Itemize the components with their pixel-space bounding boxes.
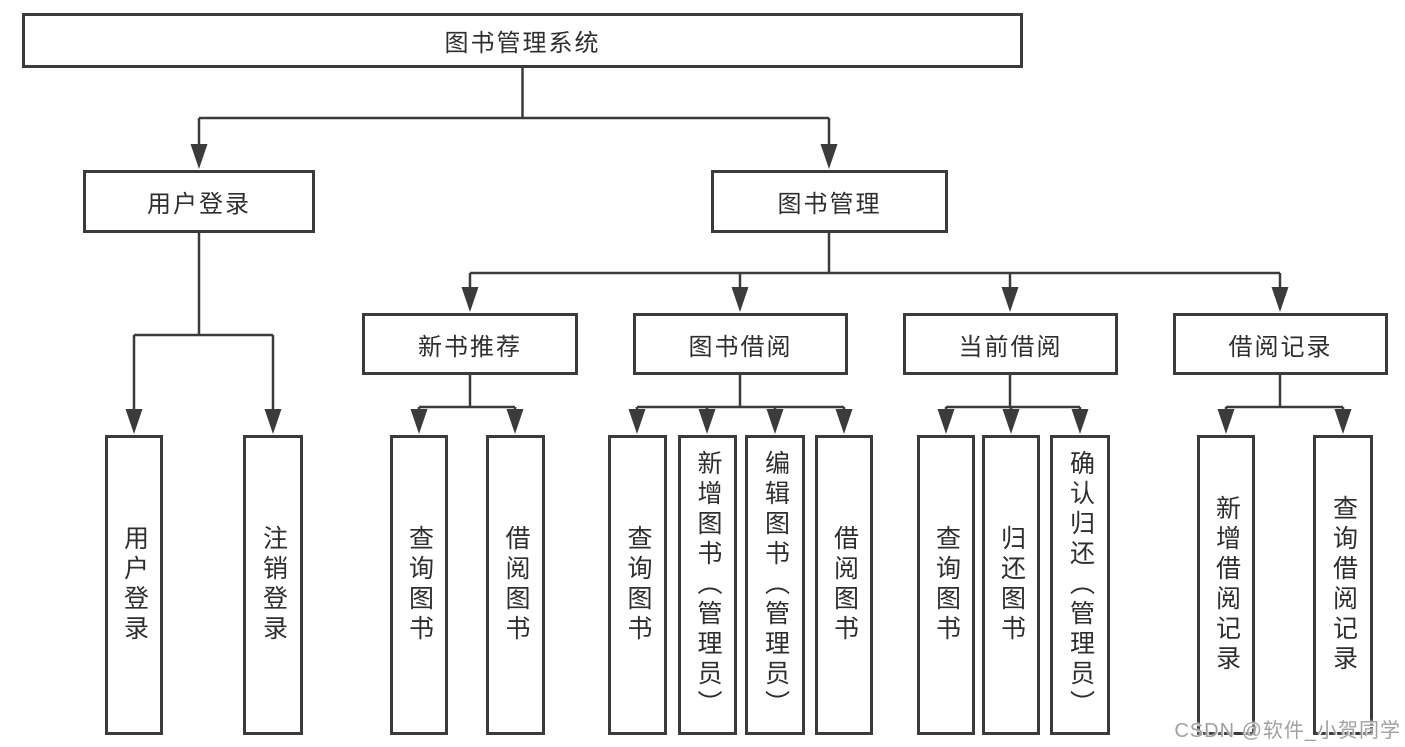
node-book-management-label: 图书管理: [777, 191, 882, 218]
node-book-management: 图书管理: [711, 170, 948, 233]
leaf-bb-add-books-admin-label: 新增图书（管理员）: [694, 450, 722, 720]
node-current-borrow-label: 当前借阅: [958, 333, 1063, 361]
leaf-user-login-label: 用户登录: [120, 525, 149, 645]
leaf-user-login: 用户登录: [105, 435, 163, 735]
node-root-label: 图书管理系统: [444, 30, 601, 57]
leaf-nbr-query-books: 查询图书: [390, 435, 448, 735]
node-book-borrow: 图书借阅: [633, 313, 848, 375]
leaf-logout: 注销登录: [243, 435, 303, 735]
leaf-br-query-record: 查询借阅记录: [1313, 435, 1373, 735]
leaf-cb-return-books: 归还图书: [982, 435, 1040, 735]
leaf-nbr-query-books-label: 查询图书: [405, 525, 434, 645]
node-book-borrow-label: 图书借阅: [688, 333, 793, 361]
leaf-cb-query-books: 查询图书: [917, 435, 975, 735]
leaf-br-query-record-label: 查询借阅记录: [1329, 495, 1358, 675]
leaf-bb-query-books-label: 查询图书: [624, 525, 652, 645]
leaf-bb-borrow-books: 借阅图书: [815, 435, 873, 735]
leaf-logout-label: 注销登录: [259, 525, 288, 645]
leaf-cb-confirm-return-admin: 确认归还（管理员）: [1050, 435, 1110, 735]
leaf-bb-add-books-admin: 新增图书（管理员）: [678, 435, 737, 735]
node-root: 图书管理系统: [22, 13, 1023, 68]
leaf-nbr-borrow-books: 借阅图书: [486, 435, 545, 735]
leaf-cb-return-books-label: 归还图书: [997, 525, 1026, 645]
node-borrow-record-label: 借阅记录: [1228, 333, 1333, 361]
node-borrow-record: 借阅记录: [1173, 313, 1388, 375]
node-current-borrow: 当前借阅: [903, 313, 1118, 375]
leaf-nbr-borrow-books-label: 借阅图书: [502, 525, 530, 645]
node-user-login: 用户登录: [83, 170, 315, 233]
leaf-bb-borrow-books-label: 借阅图书: [830, 525, 859, 645]
leaf-bb-edit-books-admin-label: 编辑图书（管理员）: [761, 450, 790, 720]
node-new-book-recommend-label: 新书推荐: [418, 333, 522, 361]
node-user-login-label: 用户登录: [147, 191, 251, 218]
leaf-bb-edit-books-admin: 编辑图书（管理员）: [745, 435, 805, 735]
node-new-book-recommend: 新书推荐: [362, 313, 578, 375]
leaf-br-add-record: 新增借阅记录: [1197, 435, 1255, 735]
watermark: CSDN @软件_小贺同学: [1174, 720, 1401, 742]
leaf-br-add-record-label: 新增借阅记录: [1212, 495, 1241, 675]
leaf-cb-query-books-label: 查询图书: [932, 525, 961, 645]
leaf-bb-query-books: 查询图书: [608, 435, 667, 735]
leaf-cb-confirm-return-admin-label: 确认归还（管理员）: [1066, 450, 1095, 720]
